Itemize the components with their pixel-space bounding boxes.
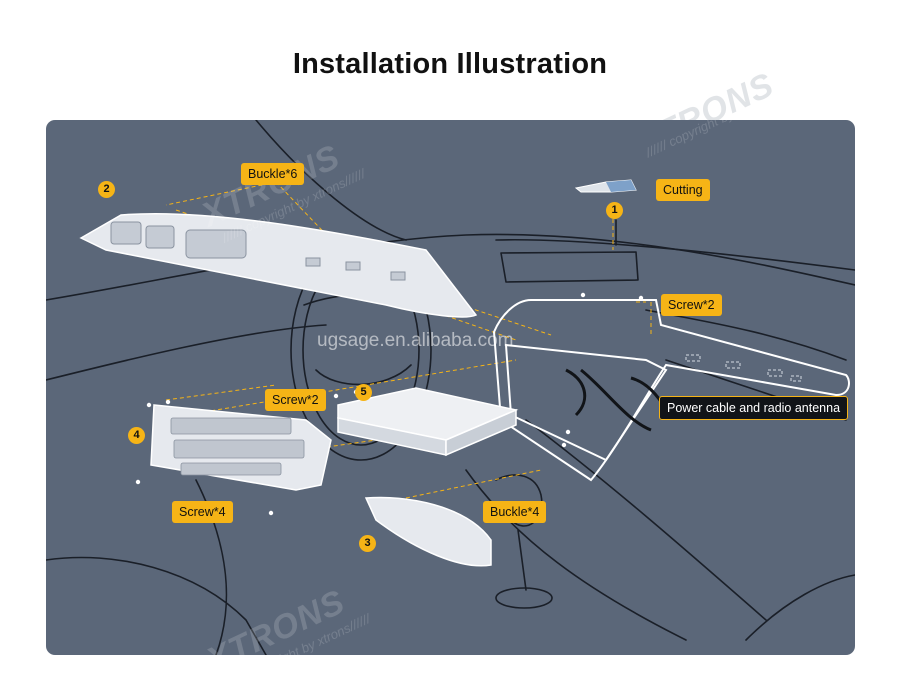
page-title: Installation Illustration — [292, 48, 608, 80]
screw-2-left-label: Screw*2 — [265, 389, 326, 411]
car-interior-drawing — [46, 120, 855, 655]
step-1-marker: 1 — [606, 202, 623, 219]
buckle-6-label: Buckle*6 — [241, 163, 305, 185]
cutting-label: Cutting — [656, 179, 710, 201]
screw-2-top-label: Screw*2 — [661, 294, 722, 316]
head-unit-box — [337, 387, 519, 457]
step-3-marker: 3 — [359, 535, 376, 552]
buckle-4-label: Buckle*4 — [483, 501, 547, 523]
center-watermark: ugsage.en.alibaba.com — [317, 330, 514, 351]
lower-trim-panel — [364, 496, 492, 567]
screw-4-label: Screw*4 — [172, 501, 233, 523]
power-cable-label: Power cable and radio antenna — [659, 396, 849, 420]
step-2-marker: 2 — [98, 181, 115, 198]
step-5-marker: 5 — [355, 384, 372, 401]
illustration-panel: XTRONS ////// copyright by xtrons////// … — [46, 120, 855, 655]
knife-icon — [574, 179, 637, 193]
step-4-marker: 4 — [128, 427, 145, 444]
air-vent-panel — [79, 212, 478, 318]
